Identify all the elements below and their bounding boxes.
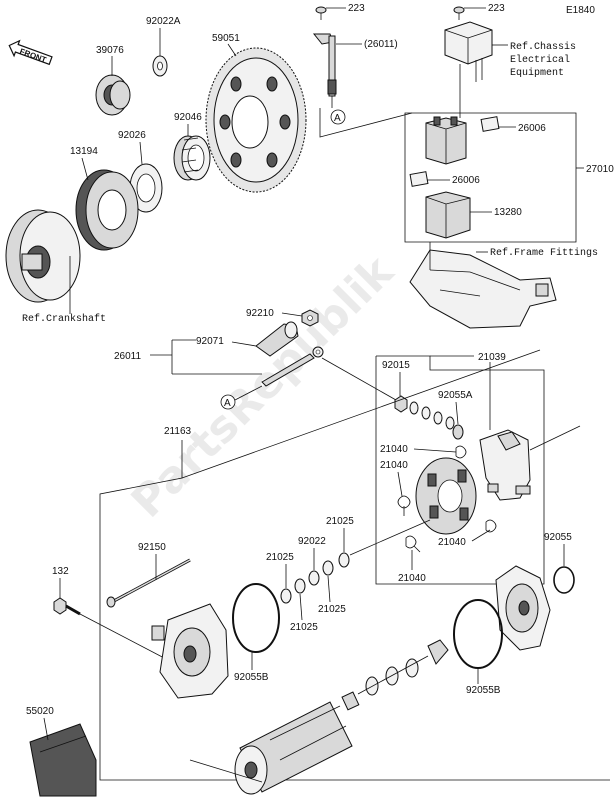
label-ref-frame-fittings: Ref.Frame Fittings (490, 247, 598, 259)
callout-a-bottom (220, 394, 236, 410)
bolt-223-left (315, 6, 327, 20)
crankshaft-rotor (5, 209, 81, 303)
front-arrow-badge: FRONT (8, 39, 53, 66)
label-132: 132 (52, 566, 69, 577)
fuse-26006-a (480, 116, 500, 132)
label-92055: 92055 (544, 532, 572, 543)
starter-cable-26011 (261, 346, 324, 387)
relay-cover-13280 (425, 191, 471, 239)
label-92026: 92026 (118, 130, 146, 141)
label-92055b-a: 92055B (234, 672, 269, 683)
brush-spring-b (455, 445, 467, 459)
nut-92210 (301, 309, 319, 327)
label-21163: 21163 (164, 426, 192, 437)
callout-a-top (330, 109, 346, 125)
label-ref-chassis-2: Electrical (510, 54, 570, 66)
label-21025-c: 21025 (318, 604, 346, 615)
chassis-connector (444, 21, 493, 118)
label-21040-c: 21040 (438, 537, 466, 548)
callout-a-bottom-text: A (224, 398, 231, 409)
label-27010: 27010 (586, 164, 614, 175)
label-223-left: 223 (348, 3, 365, 14)
washer-92022a (152, 55, 168, 77)
label-13280: 13280 (494, 207, 522, 218)
label-92015: 92015 (382, 360, 410, 371)
shim-washer-stack (280, 552, 350, 604)
label-21040-a: 21040 (380, 444, 408, 455)
callout-a-top-text: A (334, 113, 341, 124)
fuse-26006-b (409, 171, 429, 187)
starter-cable-terminal (312, 33, 337, 97)
o-ring-92055b-right (453, 599, 503, 669)
label-92046: 92046 (174, 112, 202, 123)
label-39076: 39076 (96, 45, 124, 56)
label-13194: 13194 (70, 146, 98, 157)
label-92055b-b: 92055B (466, 685, 501, 696)
brush-holder (415, 457, 477, 535)
brush-plate-21039 (479, 429, 531, 501)
brush-spring-c (405, 535, 421, 553)
watermark: PartsRepublik (122, 245, 405, 528)
brush-spring-a (397, 495, 411, 516)
label-92210: 92210 (246, 308, 274, 319)
label-21025-d: 21025 (290, 622, 318, 633)
brush-spring-d (485, 519, 497, 533)
armature-washer-stack (365, 639, 449, 696)
starter-rear-cover (495, 565, 551, 651)
label-ref-chassis-1: Ref.Chassis (510, 41, 576, 53)
bracket-55020 (29, 723, 97, 797)
label-55020: 55020 (26, 706, 54, 717)
terminal-boot-92071 (255, 321, 299, 357)
label-92055a: 92055A (438, 390, 473, 401)
label-26006-a: 26006 (518, 123, 546, 134)
label-92022: 92022 (298, 536, 326, 547)
starter-clutch-gear-59051 (205, 47, 307, 193)
label-92071: 92071 (196, 336, 224, 347)
label-223-right: 223 (488, 3, 505, 14)
label-21025-a: 21025 (326, 516, 354, 527)
starter-armature (234, 691, 360, 795)
label-59051: 59051 (212, 33, 240, 44)
terminal-hardware-stack (394, 395, 464, 440)
label-ref-crankshaft: Ref.Crankshaft (22, 313, 106, 325)
label-92150: 92150 (138, 542, 166, 553)
bolt-132 (53, 597, 81, 616)
one-way-clutch-13194 (75, 169, 139, 251)
label-26011-top: (26011) (364, 39, 398, 50)
label-26011: 26011 (114, 351, 142, 362)
bolt-223-right (453, 6, 465, 20)
relay-group-frame (404, 112, 577, 243)
label-21025-b: 21025 (266, 552, 294, 563)
starter-front-cover (151, 603, 229, 699)
o-ring-92055b-left (232, 583, 280, 653)
label-ref-chassis-3: Equipment (510, 67, 564, 79)
label-21040-b: 21040 (380, 460, 408, 471)
diagram-code: E1840 (566, 5, 595, 16)
o-ring-92055 (553, 566, 575, 594)
needle-bearing-92046 (173, 135, 211, 181)
label-92022a: 92022A (146, 16, 181, 27)
label-26006-b: 26006 (452, 175, 480, 186)
through-bolt-92150 (106, 558, 191, 608)
starter-relay (425, 116, 467, 165)
label-21040-d: 21040 (398, 573, 426, 584)
frame-fitting-bracket (409, 249, 557, 329)
label-21039: 21039 (478, 352, 506, 363)
idler-gear-39076 (95, 74, 131, 116)
